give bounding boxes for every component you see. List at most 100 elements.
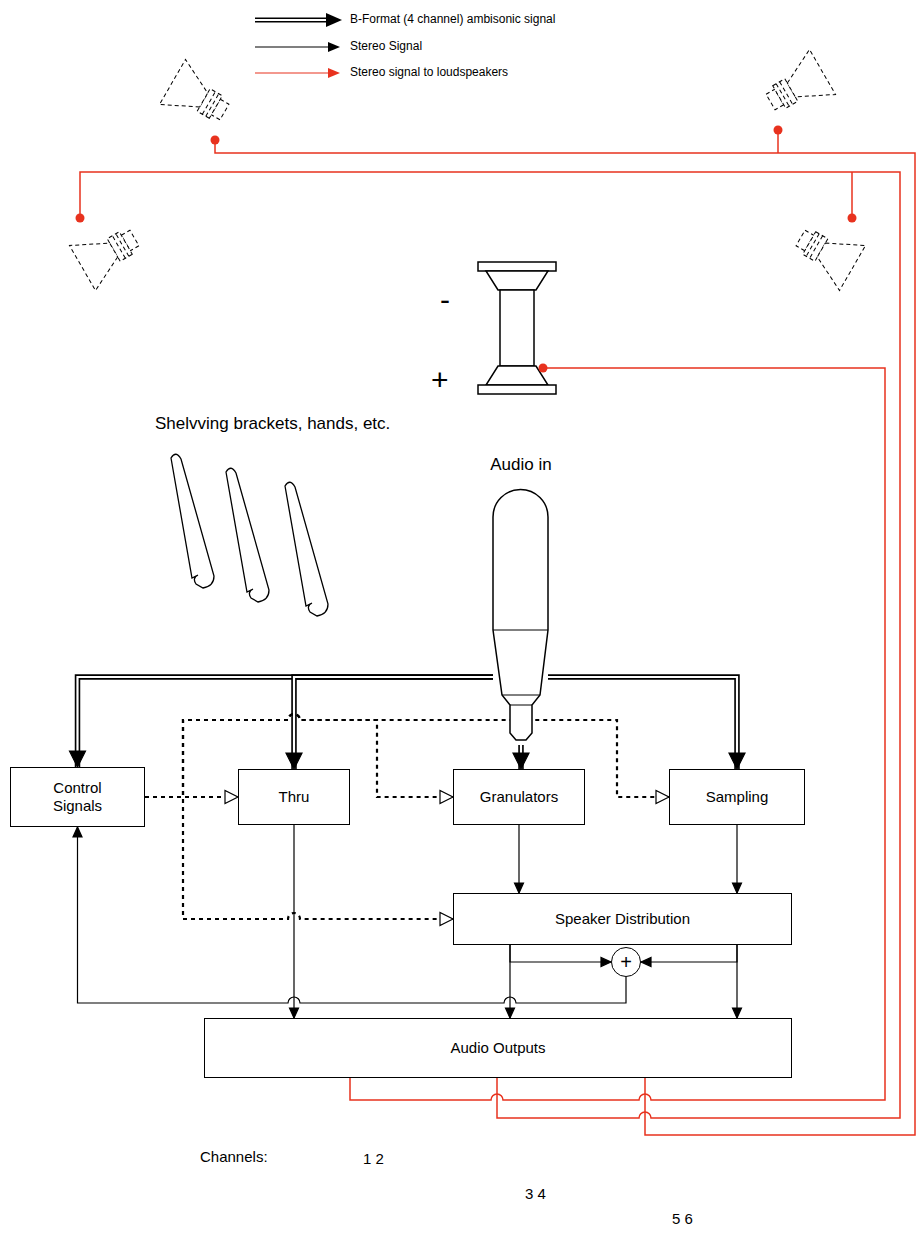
- summing-junction: +: [611, 947, 641, 977]
- arrowhead: [290, 1008, 299, 1018]
- node-text: Audio in: [470, 455, 572, 475]
- bracket: [285, 482, 328, 616]
- control-connector: [145, 714, 669, 804]
- wire-terminal: [774, 126, 783, 135]
- speaker-rim: [478, 262, 556, 271]
- arrowhead: [513, 753, 529, 769]
- bracket: [171, 454, 214, 588]
- open-arrowhead: [656, 791, 669, 804]
- solid-line: [293, 825, 294, 1018]
- central-speaker: [478, 262, 556, 394]
- ambisonic-connector: [548, 677, 745, 769]
- signal-connector: [510, 945, 611, 967]
- bracket: [226, 468, 269, 602]
- process-box: Thru: [238, 769, 350, 825]
- solid-line: [736, 945, 737, 1018]
- arrowhead: [733, 1008, 742, 1018]
- arrowhead: [729, 753, 745, 769]
- speaker-symbol: [69, 215, 147, 290]
- speaker-symbol: [758, 49, 836, 124]
- dashed-line: [145, 714, 669, 797]
- legend-samples: [255, 13, 342, 78]
- polarity-mark: +: [431, 363, 449, 397]
- arrowhead: [73, 827, 82, 837]
- polarity-mark: -: [440, 283, 450, 317]
- signal-connector: [733, 825, 742, 893]
- wire-terminal: [76, 214, 85, 223]
- legend-arrowhead: [328, 68, 340, 78]
- channel-label: 1 2: [363, 1150, 384, 1167]
- channel-label: 5 6: [672, 1210, 693, 1227]
- arrowhead: [641, 958, 651, 967]
- channel-label: 3 4: [525, 1185, 546, 1202]
- double-line-inner: [548, 677, 737, 769]
- ambisonic-connector: [70, 677, 494, 767]
- wire-terminal: [539, 364, 548, 373]
- open-arrowhead: [440, 791, 453, 804]
- arrowhead: [733, 883, 742, 893]
- output-box: Audio Outputs: [204, 1018, 792, 1078]
- node-text: Speaker Distribution: [555, 910, 690, 928]
- legend-arrowhead: [328, 42, 340, 52]
- double-line: [294, 677, 493, 769]
- wire-terminal: [848, 214, 857, 223]
- speaker-wire: [851, 172, 853, 218]
- shelving-brackets: [171, 454, 328, 616]
- channel-label: Channels:: [200, 1148, 268, 1165]
- process-box: Speaker Distribution: [453, 893, 792, 945]
- legend-loudspeaker-line: [255, 72, 330, 73]
- process-box: Control Signals: [10, 767, 145, 827]
- speaker-symbols: [69, 49, 865, 290]
- double-line-inner: [78, 677, 494, 767]
- node-text: Control Signals: [40, 779, 115, 815]
- arrowhead: [601, 958, 611, 967]
- node-text: Granulators: [480, 788, 558, 806]
- arrowhead: [506, 1008, 515, 1018]
- node-text: Audio Outputs: [450, 1039, 545, 1057]
- microphone-symbol: [470, 455, 572, 745]
- speaker-cone: [486, 271, 548, 290]
- legend-double-line-inner: [255, 19, 328, 21]
- process-box: Granulators: [453, 769, 585, 825]
- solid-line: [641, 945, 737, 962]
- legend-arrowhead: [326, 13, 342, 27]
- node-text: Sampling: [706, 788, 769, 806]
- solid-line: [510, 945, 611, 962]
- signal-connector: [515, 825, 524, 893]
- double-line: [78, 677, 494, 767]
- signal-connector: [641, 945, 737, 967]
- open-arrowhead: [225, 791, 238, 804]
- process-box: Sampling: [669, 769, 805, 825]
- speaker-symbol: [788, 215, 866, 290]
- ambisonic-connector: [513, 745, 529, 769]
- wire-terminal: [211, 136, 220, 145]
- double-line: [548, 677, 737, 769]
- wire-terminals: [76, 126, 857, 373]
- arrowhead: [286, 753, 302, 769]
- legend-text: Stereo Signal: [350, 39, 422, 53]
- signal-connector: [290, 825, 299, 1018]
- legend-stereo-line: [255, 46, 330, 47]
- speaker-wire: [350, 368, 885, 1100]
- double-line-inner: [294, 677, 493, 769]
- legend-text: Stereo signal to loudspeakers: [350, 65, 508, 79]
- open-arrowhead: [440, 913, 453, 926]
- solid-line: [509, 945, 510, 1018]
- speaker-wire: [215, 140, 915, 1135]
- signal-connector: [733, 945, 742, 1018]
- speaker-column: [500, 290, 534, 366]
- node-text: Thru: [279, 788, 310, 806]
- ambisonic-connector: [286, 677, 493, 769]
- speaker-symbol: [159, 59, 237, 134]
- speaker-wires: [80, 130, 915, 1135]
- dashed-line: [145, 796, 238, 798]
- microphone: Audio in: [470, 455, 572, 745]
- control-connector: [145, 791, 238, 804]
- note-label: Shelvving brackets, hands, etc.: [155, 414, 390, 434]
- arrowhead: [515, 883, 524, 893]
- legend-text: B-Format (4 channel) ambisonic signal: [350, 12, 555, 26]
- signal-connector: [506, 945, 515, 1018]
- node-text: +: [620, 952, 632, 972]
- speaker-wire: [80, 172, 900, 1118]
- arrowhead: [70, 751, 86, 767]
